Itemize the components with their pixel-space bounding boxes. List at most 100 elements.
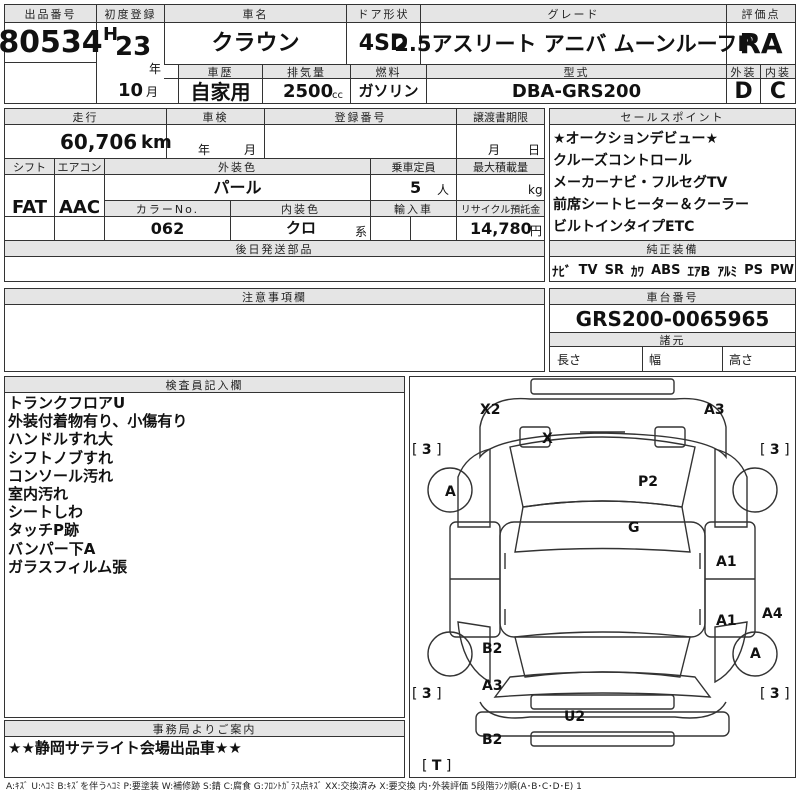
inspector-note: シートしわ xyxy=(8,503,84,522)
interior-label: 内装 xyxy=(761,65,795,79)
inspector-section xyxy=(4,376,405,718)
inspector-note: シフトノブすれ xyxy=(8,448,114,467)
transfer-label: 譲渡書期限 xyxy=(457,109,544,124)
first-reg-era: H xyxy=(103,24,119,45)
recycle-label: リサイクル預託金 xyxy=(457,201,544,216)
equipment-item: ABS xyxy=(651,262,681,278)
later-parts-label: 後日発送部品 xyxy=(5,241,544,256)
equipment-item: ｶﾜ xyxy=(631,264,645,280)
ac-label: エアコン xyxy=(55,159,104,174)
car-name-label: 車名 xyxy=(165,5,346,22)
inspector-notes-list: トランクフロアU 外装付着物有り、小傷有り ハンドルすれ大 シフトノブすれ コン… xyxy=(8,394,403,576)
sales-points-list: ★オークションデビュー★ クルーズコントロール メーカーナビ・フルセグTV 前席… xyxy=(553,128,793,238)
damage-diagram: X2 A3 X P2 G A1 A1 A4 A A B2 A3 U2 B2 [ … xyxy=(409,376,796,778)
first-reg-label: 初度登録 xyxy=(97,5,164,22)
inspector-note: ハンドルすれ大 xyxy=(8,430,114,449)
sales-point-item: ★オークションデビュー★ xyxy=(553,131,719,147)
shift-label: シフト xyxy=(5,159,54,174)
mark-a1-lower: A1 xyxy=(716,613,737,629)
interior-grade: C xyxy=(769,78,787,104)
legend: A:ｷｽﾞ U:ﾍｺﾐ B:ｷｽﾞを伴うﾍｺﾐ P:要塗装 W:補修跡 S:錆 … xyxy=(6,782,582,792)
import-label: 輸入車 xyxy=(371,201,456,216)
first-reg-year-unit: 年 xyxy=(149,62,162,76)
ext-color-label: 外装色 xyxy=(105,159,370,174)
inspection-month-unit: 月 xyxy=(244,143,257,157)
inspection-year-unit: 年 xyxy=(198,143,211,157)
sales-point-item: 前席シートヒーター＆クーラー xyxy=(553,197,749,213)
mileage: 60,706 xyxy=(60,130,138,154)
equipment-item: SR xyxy=(604,262,624,278)
width-label: 幅 xyxy=(649,353,662,367)
mark-x: X xyxy=(542,431,553,447)
chassis-label: 車台番号 xyxy=(550,289,795,304)
shift: FAT xyxy=(11,196,48,218)
first-reg-year: 23 xyxy=(115,32,152,62)
history: 自家用 xyxy=(190,79,251,104)
int-color: クロ xyxy=(286,219,317,237)
lot-no-label: 出品番号 xyxy=(5,5,96,22)
tire-front-right: [ 3 ] xyxy=(760,442,790,458)
spec-label: 諸元 xyxy=(550,333,795,347)
sales-points-label: セールスポイント xyxy=(550,109,795,124)
first-reg-month-unit: 月 xyxy=(146,85,159,99)
score-label: 評価点 xyxy=(727,5,795,22)
fuel-label: 燃料 xyxy=(351,65,426,79)
sales-point-item: クルーズコントロール xyxy=(553,153,692,169)
office-notice-message: ★★静岡サテライト会場出品車★★ xyxy=(8,739,242,757)
tire-front-left: [ 3 ] xyxy=(412,442,442,458)
grade-label: グレード xyxy=(421,5,726,22)
inspector-note: 外装付着物有り、小傷有り xyxy=(8,412,188,431)
height-label: 高さ xyxy=(729,353,754,367)
recycle: 14,780 xyxy=(470,219,532,238)
displacement: 2500 xyxy=(283,81,334,102)
displacement-unit: cc xyxy=(332,90,343,101)
inspector-note: ガラスフィルム張 xyxy=(8,557,128,576)
spare-tire: [ T ] xyxy=(422,758,452,774)
car-name: クラウン xyxy=(211,31,300,56)
equipment-item: ｱﾙﾐ xyxy=(717,264,738,280)
capacity-label: 乗車定員 xyxy=(371,159,456,174)
capacity-unit: 人 xyxy=(437,183,450,197)
equipment-list: ﾅﾋﾞ TV SR ｶﾜ ABS ｴｱB ｱﾙﾐ PS PW xyxy=(552,260,794,280)
mark-u2: U2 xyxy=(564,709,586,725)
equipment-item: PS xyxy=(744,262,764,278)
office-notice-label: 事務局よりご案内 xyxy=(5,721,404,736)
first-reg-month: 10 xyxy=(118,80,144,101)
equipment-item: TV xyxy=(578,262,598,278)
inspector-note: タッチP跡 xyxy=(8,521,79,540)
max-load-label: 最大積載量 xyxy=(457,159,544,174)
door-type: 4SD xyxy=(358,31,409,56)
mark-a3-top: A3 xyxy=(704,402,725,418)
ext-color: パール xyxy=(213,177,262,197)
chassis-number: GRS200-0065965 xyxy=(575,306,770,331)
inspection-label: 車検 xyxy=(167,109,264,124)
equipment-item: ﾅﾋﾞ xyxy=(552,264,572,280)
fuel: ガソリン xyxy=(358,82,419,100)
mileage-unit: km xyxy=(141,132,172,153)
mark-b2-bottom: B2 xyxy=(482,732,503,748)
mark-g: G xyxy=(628,520,640,536)
door-label: ドア形状 xyxy=(347,5,420,22)
tire-rear-left: [ 3 ] xyxy=(412,686,442,702)
sales-point-item: メーカーナビ・フルセグTV xyxy=(553,175,728,191)
exterior-grade: D xyxy=(734,78,753,104)
notes-label: 注意事項欄 xyxy=(5,289,544,304)
grade: 2.5アスリート アニバ ムーンルーフP xyxy=(394,31,753,56)
color-no: 062 xyxy=(150,218,185,238)
mark-b2-mid: B2 xyxy=(482,641,503,657)
exterior-label: 外装 xyxy=(727,65,760,79)
mileage-label: 走行 xyxy=(5,109,166,124)
equipment-item: ｴｱB xyxy=(687,264,711,280)
model: DBA-GRS200 xyxy=(511,80,642,102)
ac: AAC xyxy=(58,196,101,218)
score: RA xyxy=(739,27,783,60)
inspector-note: コンソール汚れ xyxy=(8,466,114,485)
mark-a1-upper: A1 xyxy=(716,554,737,570)
displacement-label: 排気量 xyxy=(263,65,350,79)
mark-a4: A4 xyxy=(762,606,783,622)
mark-a-right: A xyxy=(750,646,761,662)
max-load-unit: kg xyxy=(528,183,543,197)
sales-point-item: ビルトインタイプETC xyxy=(553,219,695,235)
mark-x2: X2 xyxy=(480,402,501,418)
reg-no-label: 登録番号 xyxy=(265,109,456,124)
